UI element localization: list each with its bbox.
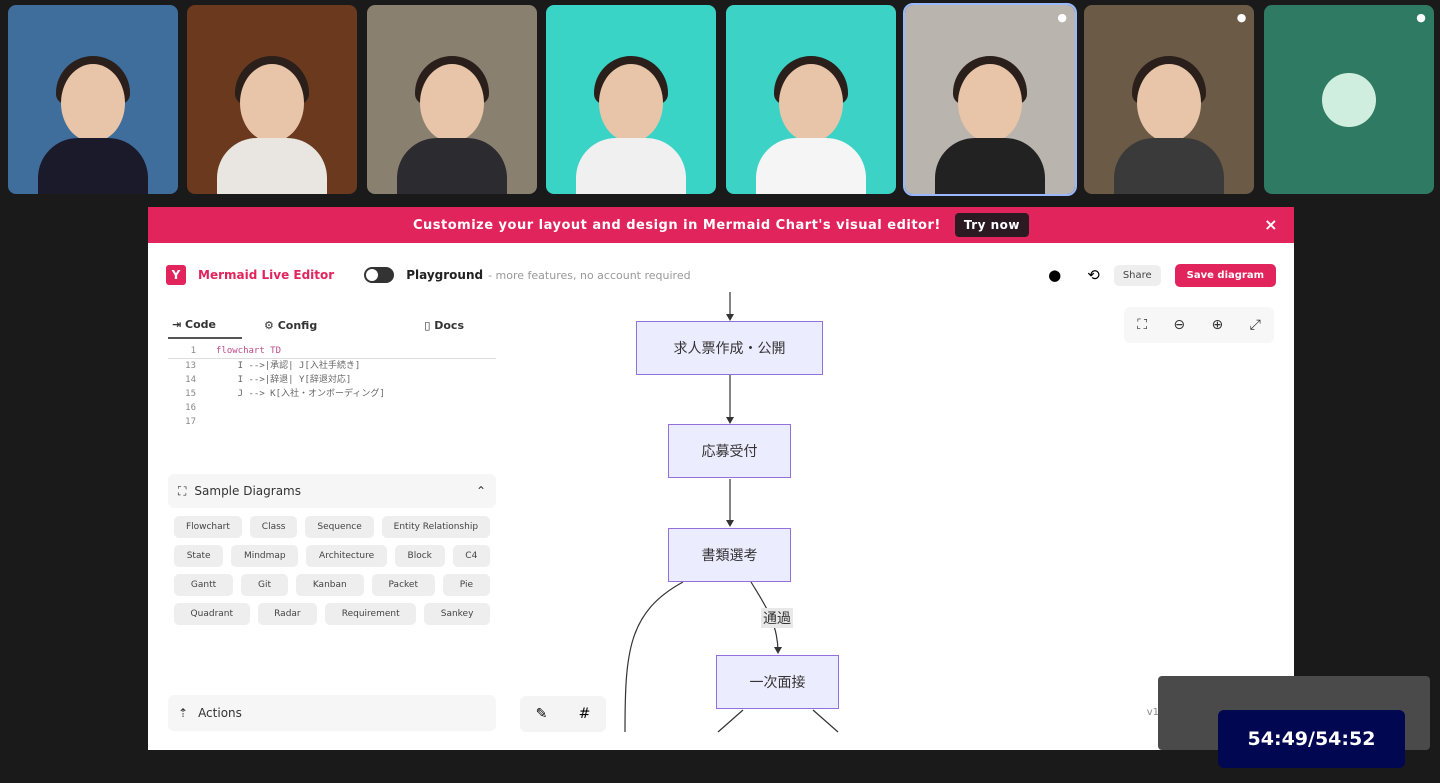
participant-tile[interactable] (366, 5, 537, 194)
chevron-icon[interactable]: ⌃ (475, 484, 486, 498)
participant-tile[interactable] (8, 5, 178, 194)
sample-entity-relationship[interactable]: Entity Relationship (381, 516, 490, 538)
participant-tile[interactable] (546, 5, 717, 194)
pen-icon[interactable]: ✎ (535, 706, 548, 722)
participant-tile[interactable] (725, 5, 896, 194)
github-icon[interactable]: ● (1048, 266, 1062, 284)
tab-config[interactable]: ⚙ Config (264, 318, 318, 332)
edge-label-pass: 通過 (761, 608, 793, 628)
sample-class[interactable]: Class (249, 516, 298, 538)
tab-code[interactable]: ⇥ Code (168, 312, 243, 339)
zoom-out-icon[interactable]: ⊖ (1173, 317, 1186, 333)
code-line: 16 (185, 403, 196, 413)
sample-git[interactable]: Git (241, 574, 288, 596)
save-diagram-button[interactable]: Save diagram (1174, 263, 1276, 287)
participant-video (396, 44, 507, 194)
participant-tile[interactable]: ● (1084, 5, 1255, 194)
sample-diagrams-panel: ⛶Sample Diagrams⌃ Flowchart Class Sequence… (168, 474, 496, 633)
sample-block[interactable]: Block (394, 545, 445, 567)
avatar (1321, 73, 1376, 127)
diagram-icon: ⛶ (178, 483, 187, 498)
promo-banner: Customize your layout and design in Merm… (148, 207, 1294, 243)
participant-video (576, 44, 687, 194)
share-button[interactable]: Share (1113, 264, 1161, 286)
playback-timer: 54:49/54:52 (1218, 710, 1405, 768)
sample-flowchart[interactable]: Flowchart (174, 516, 242, 538)
participant-tile[interactable]: ● (903, 3, 1077, 196)
participant-video (38, 44, 148, 194)
participant-video (217, 44, 328, 194)
sample-packet[interactable]: Packet (371, 574, 435, 596)
fit-view-icon[interactable]: ⛶ (1137, 317, 1147, 333)
node-job-posting[interactable]: 求人票作成・公開 (636, 321, 823, 375)
sample-requirement[interactable]: Requirement (325, 603, 417, 625)
sample-pie[interactable]: Pie (442, 574, 490, 596)
sample-sankey[interactable]: Sankey (424, 603, 490, 625)
zoom-toolbar: ⛶ ⊖ ⊕ ⤢ (1124, 307, 1274, 343)
mic-icon: ● (1236, 11, 1247, 24)
canvas-toolbar: ✎# (520, 696, 606, 732)
sample-sequence[interactable]: Sequence (305, 516, 374, 538)
code-line: 13 I -->|承認| J[入社手続き] (185, 361, 361, 371)
sample-c4[interactable]: C4 (452, 545, 491, 567)
diagram-canvas[interactable]: 求人票作成・公開 応募受付 書類選考 通過 一次面接 ⛶⊖⊕⤢ ✎# v1 (508, 292, 1294, 750)
playground-toggle[interactable] (364, 267, 395, 283)
node-document-screening[interactable]: 書類選考 (668, 528, 791, 582)
sample-state[interactable]: State (174, 545, 224, 567)
banner-text: Customize your layout and design in Merm… (412, 217, 941, 233)
sample-gantt[interactable]: Gantt (174, 574, 234, 596)
grid-icon[interactable]: # (578, 706, 591, 722)
tab-docs[interactable]: ▯ Docs (424, 318, 464, 332)
header: Y Mermaid Live Editor Playground - more … (166, 263, 1276, 287)
participant-tile[interactable]: ● (1263, 5, 1434, 194)
node-first-interview[interactable]: 一次面接 (716, 655, 839, 709)
sample-mindmap[interactable]: Mindmap (231, 545, 299, 567)
mic-icon: ● (1416, 11, 1426, 24)
mermaid-editor-window: Customize your layout and design in Merm… (148, 207, 1294, 750)
node-application[interactable]: 応募受付 (668, 424, 791, 478)
sample-kanban[interactable]: Kanban (295, 574, 364, 596)
sample-diagrams-header[interactable]: ⛶Sample Diagrams⌃ (168, 474, 496, 508)
participant-video (1114, 44, 1225, 194)
mic-icon: ● (1057, 11, 1067, 24)
sample-quadrant[interactable]: Quadrant (174, 603, 250, 625)
brand-name[interactable]: Mermaid Live Editor (198, 268, 335, 282)
participant-video (935, 44, 1045, 194)
code-line: 15 J --> K[入社・オンボーディング] (185, 389, 385, 399)
actions-panel[interactable]: ⇡Actions (168, 695, 496, 731)
sample-architecture[interactable]: Architecture (306, 545, 387, 567)
try-now-button[interactable]: Try now (954, 213, 1030, 237)
playground-label: Playground (406, 268, 484, 282)
history-icon[interactable]: ⟲ (1087, 266, 1100, 284)
code-line: 14 I -->|辞退| Y[辞退対応] (185, 375, 352, 385)
fullscreen-icon[interactable]: ⤢ (1249, 317, 1261, 333)
version-label: v1 (1146, 707, 1159, 718)
sample-radar[interactable]: Radar (257, 603, 318, 625)
close-icon[interactable]: × (1264, 215, 1278, 234)
actions-icon: ⇡ (178, 706, 189, 720)
code-line: 17 (185, 417, 196, 427)
mermaid-logo-icon[interactable]: Y (166, 265, 186, 285)
participant-video (755, 44, 866, 194)
playground-subtitle: - more features, no account required (488, 268, 691, 282)
participant-tile[interactable] (187, 5, 358, 194)
zoom-in-icon[interactable]: ⊕ (1211, 317, 1224, 333)
